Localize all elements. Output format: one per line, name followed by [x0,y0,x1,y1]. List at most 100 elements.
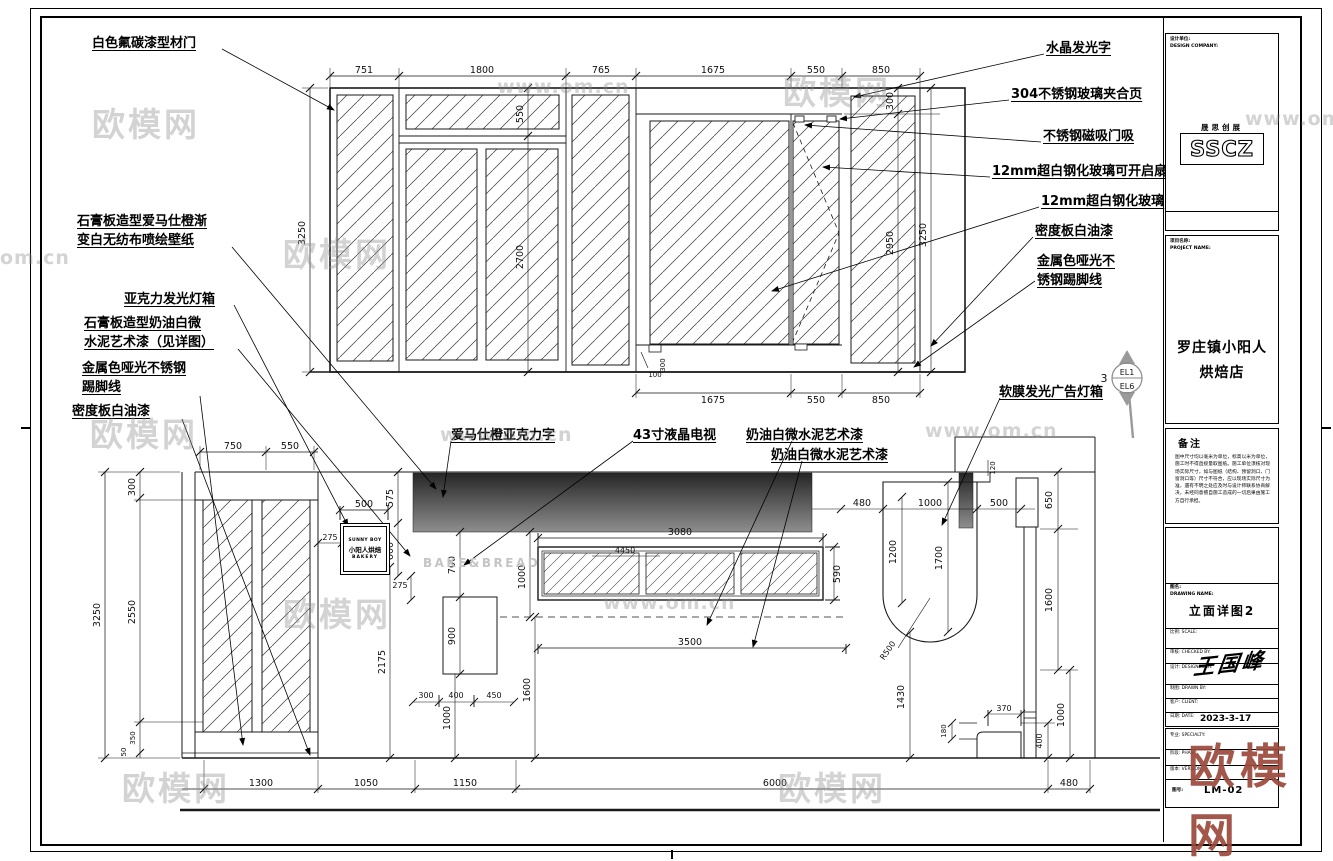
dim-text: 550 [807,395,825,406]
label-mdf-paint-right: 密度板白油漆 [1035,224,1114,239]
sheet-number: LM-02 [1204,785,1244,796]
row-label: 专业: [1170,733,1181,738]
divider [1166,684,1278,685]
watermark-brand-red: 欧模网 [1188,740,1292,861]
bottom-elevation-linework [180,436,1160,812]
notes-title: 备注 [1178,439,1202,450]
label-acrylic-lightbox: 亚克力发光灯箱 [124,292,216,307]
dim-text: 4450 [615,546,635,555]
marker-down-triangle [1119,392,1135,406]
logo-box: SSCZ [1180,133,1264,165]
dim-text: 1430 [896,685,907,709]
dim-text: 350 [129,731,137,744]
dim-text: 750 [224,441,242,452]
tb-row-scale: 比例: SCALE: [1170,630,1197,636]
design-label-en: DESIGN COMPANY: [1170,43,1219,49]
dim-text: 500 [990,498,1008,509]
sign-line1: SUNNY BOY [348,538,382,543]
dim-text: 751 [355,65,373,76]
divider [1166,628,1278,629]
row-label-en: PHASE: [1181,751,1198,756]
dim-text: 1675 [701,395,725,406]
notes-body: 图中尺寸均以毫米为单位，标高以米为单位，施工时不得直接量取图纸。施工单位须核对现… [1175,455,1270,504]
divider [1166,712,1278,713]
dim-text: 400 [448,691,463,700]
row-label-en: CHECKED BY: [1181,650,1211,655]
label-cement-paint-2: 奶油白微水泥艺术漆 [771,448,889,463]
dim-text: 1050 [354,778,378,789]
row-label-en: SCALE: [1181,630,1198,635]
dim-text: 480 [1060,778,1078,789]
label-mdf-paint-left: 密度板白油漆 [72,404,151,419]
top-elevation-dim-texts: 751 1800 765 1675 550 850 3250 550 2700 … [297,65,929,406]
row-label: 版本: [1170,767,1181,772]
dim-text: 850 [872,395,890,406]
tb-row-drawn: 制图: DRAWN BY: [1170,686,1206,692]
dim-text: 275 [392,581,407,590]
project-label-cn: 项目名称: [1170,239,1191,244]
sheet-no-label: 图号: [1172,788,1184,793]
dim-text: 1150 [453,778,477,789]
titleblock-design-company: 设计单位:DESIGN COMPANY: 晟思创展 SSCZ [1165,33,1279,231]
dim-text: 6000 [763,778,787,789]
dim-text: 1600 [1044,588,1055,612]
registration-tick [21,427,30,429]
dim-text: 1700 [934,546,945,570]
label-glass-hinge: 304不锈钢玻璃夹合页 [1011,87,1143,102]
label-hermes-acrylic: 爱马仕橙亚克力字 [451,428,556,443]
dim-text: 300 [885,92,896,110]
elevation-marker: EL1 EL6 3 [1101,350,1143,439]
dim-text: 2550 [127,600,138,624]
label-gypsum-wallpaper: 石膏板造型爱马仕橙渐 变白无纺布喷绘壁纸 [77,214,208,248]
tb-row-designed: 设计: DESIGNED BY: [1170,665,1213,671]
titleblock-drawing-info: 图名:DRAWING NAME: 立面详图2 比例: SCALE: 审核: CH… [1165,527,1279,727]
row-label: 制图: [1170,686,1181,691]
marker-index: 3 [1101,372,1108,385]
dim-text: 1300 [249,778,273,789]
row-label-en: CLIENT: [1181,700,1199,705]
row-label: 比例: [1170,630,1181,635]
dim-text: R500 [878,639,897,661]
label-door-stopper: 不锈钢磁吸门吸 [1043,129,1135,144]
bake-bread-text: BAKE&BREAD [423,556,541,570]
dim-text: 590 [832,565,843,583]
dim-text: 1000 [918,498,942,509]
dim-text: 1000 [517,565,528,589]
marker-top-text: EL1 [1120,368,1135,377]
dim-text: 50 [120,748,128,757]
dim-text: 1800 [470,65,494,76]
marker-up-triangle [1119,350,1135,364]
dim-text: 480 [853,498,871,509]
design-label-cn: 设计单位: [1170,37,1191,42]
dim-text: 850 [872,65,890,76]
dim-text: 600 [385,542,396,560]
sign-line2: 小阳人烘焙 [348,546,382,554]
label-crystal-letters: 水晶发光字 [1046,41,1112,56]
project-label: 项目名称:PROJECT NAME: [1170,239,1211,253]
registration-tick [1322,427,1331,429]
dim-text: 3080 [668,527,692,538]
row-label-en: VERSION: [1181,767,1203,772]
top-elevation-linework [310,87,966,373]
row-label: 阶段: [1170,751,1181,756]
dim-text: 3250 [92,603,103,627]
drawing-name: 立面详图2 [1188,604,1256,618]
dim-text: 400 [1035,733,1044,748]
logo-company-name: 晟思创展 [1201,123,1243,132]
label-softfilm-lightbox: 软膜发光广告灯箱 [999,385,1104,400]
dim-text: 1200 [888,540,899,564]
tb-row-date: 日期: DATE: [1170,714,1195,720]
marker-bottom-text: EL6 [1120,382,1135,391]
sheet-outer-border [30,8,1322,852]
label-metal-skirting-right: 金属色哑光不 锈钢踢脚线 [1037,254,1116,288]
dim-text: 1000 [442,706,453,730]
leader-lines [181,48,1045,756]
divider [1166,765,1278,766]
dim-text: 300 [127,478,138,496]
dim-text: 2175 [377,650,388,674]
divider [1166,583,1278,584]
bottom-elevation-dimensions [98,446,1095,794]
label-white-door: 白色氟碳漆型材门 [92,36,197,51]
